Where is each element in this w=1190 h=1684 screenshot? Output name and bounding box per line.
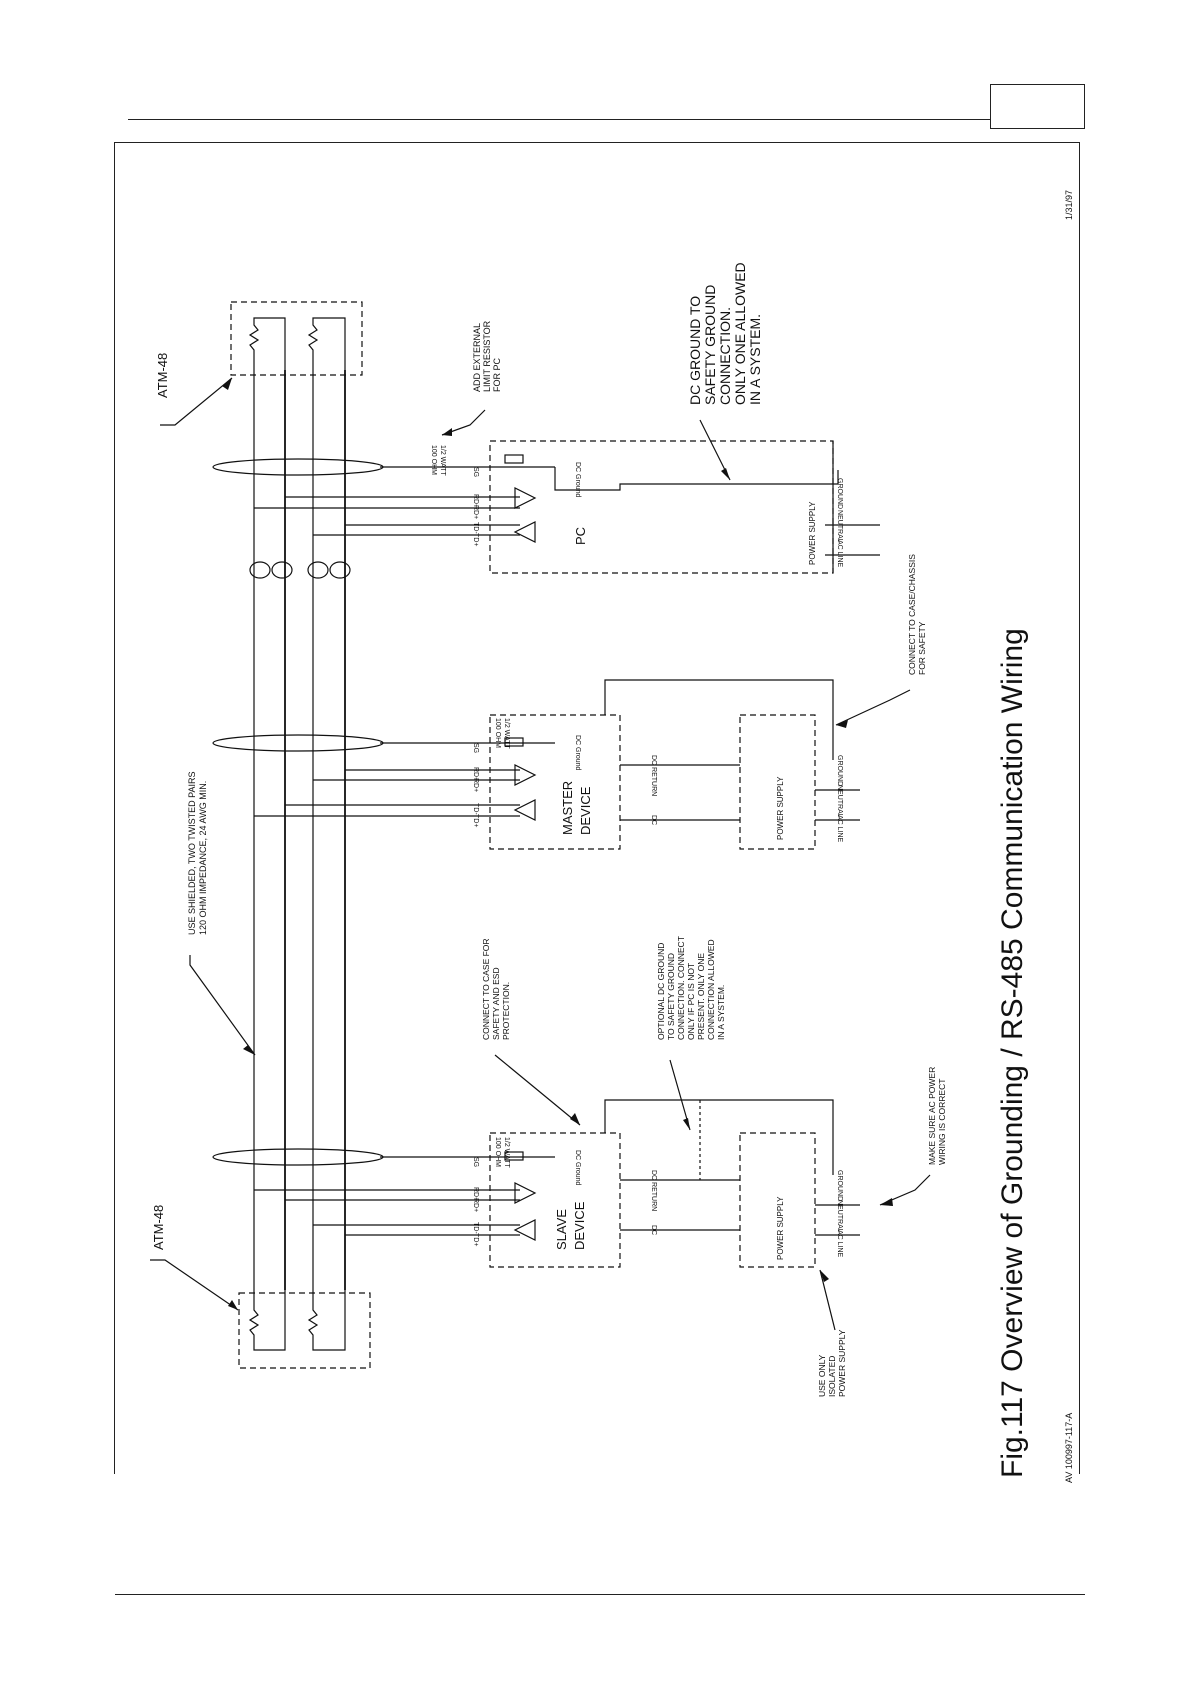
figure-frame [114, 142, 1080, 1474]
master-power-supply-label: POWER SUPPLY [776, 776, 785, 840]
master-resistor-1: 100 OHM [494, 718, 501, 748]
optional-ground-note-7: IN A SYSTEM. [716, 985, 726, 1040]
pc-ground: GROUND [836, 478, 843, 509]
ext-resistor-note-1: ADD EXTERNAL [472, 323, 482, 392]
master-rd-minus: RD- [472, 767, 479, 780]
isolated-ps-note-1: USE ONLY [817, 1354, 827, 1397]
slave-label-1: SLAVE [554, 1209, 569, 1250]
atm-label-bottom: ATM-48 [151, 1205, 166, 1250]
master-sg: SG [472, 743, 479, 753]
atm-label-top: ATM-48 [155, 353, 170, 398]
shield-ellipse-pc [212, 458, 384, 476]
slave-power-supply-label: POWER SUPPLY [776, 1196, 785, 1260]
optional-ground-note-3: CONNECTION. CONNECT [676, 936, 686, 1040]
master-dc-ground: DC Ground [574, 735, 581, 771]
slave-sg: SG [472, 1157, 479, 1167]
master-rd-plus: RD+ [472, 778, 479, 792]
pc-dc-ground: DC Ground [574, 462, 581, 498]
optional-ground-note-2: TO SAFETY GROUND [666, 953, 676, 1040]
ext-resistor-note-2: LIMIT RESISTOR [482, 320, 492, 392]
slave-rd-plus: RD+ [472, 1198, 479, 1212]
master-block [489, 714, 621, 850]
atm-terminator-bottom [238, 1292, 371, 1369]
slave-resistor-2: 1/2 WATT [503, 1137, 510, 1168]
slave-dc-ground: DC Ground [574, 1150, 581, 1186]
ext-resistor-note-3: FOR PC [492, 357, 502, 392]
case-esd-note-2: SAFETY AND ESD [491, 967, 501, 1040]
slave-neutral: NEUTRAL [836, 1200, 843, 1233]
dc-ground-note-2: SAFETY GROUND [702, 285, 718, 405]
master-power-supply [739, 714, 816, 850]
figure-date: 1/31/97 [1064, 190, 1074, 220]
master-ground: GROUND [836, 755, 843, 786]
case-esd-note-1: CONNECT TO CASE FOR [481, 938, 491, 1040]
case-esd-note-3: PROTECTION. [501, 982, 511, 1040]
master-td-plus: TD+ [472, 814, 479, 827]
dc-ground-note-3: CONNECTION. [717, 307, 733, 405]
isolated-ps-note-3: POWER SUPPLY [837, 1329, 847, 1397]
leader-atm-bottom [150, 1259, 239, 1311]
cable-note-1: USE SHIELDED, TWO TWISTED PAIRS [187, 771, 197, 935]
pc-rd-plus: RD+ [472, 505, 479, 519]
ac-power-note-2: WIRING IS CORRECT [937, 1079, 947, 1165]
slave-ac-line: AC LINE [836, 1230, 843, 1258]
terminator-resistor [248, 317, 268, 370]
pc-sg: SG [472, 467, 479, 477]
master-label-2: DEVICE [578, 786, 593, 835]
slave-resistor-1: 100 OHM [494, 1137, 501, 1167]
master-ac-line: AC LINE [836, 815, 843, 843]
atm-terminator-top [230, 301, 363, 376]
slave-td-plus: TD+ [472, 1233, 479, 1246]
master-td-minus: TD- [472, 803, 479, 815]
drawing-number: AV 100997-117-A [1064, 1413, 1074, 1483]
isolated-ps-note-2: ISOLATED [827, 1356, 837, 1397]
case-chassis-note-1: CONNECT TO CASE/CHASSIS [907, 554, 917, 675]
footer-rule [115, 1594, 1085, 1595]
slave-ground: GROUND [836, 1170, 843, 1201]
slave-power-supply [739, 1132, 816, 1268]
shield-ellipse-slave [212, 1148, 384, 1166]
leader-atm-top [160, 377, 233, 426]
leader-cable [189, 955, 256, 1056]
figure-caption: Fig.117 Overview of Grounding / RS-485 C… [996, 628, 1029, 1478]
pc-rd-minus: RD- [472, 494, 479, 507]
case-chassis-note-2: FOR SAFETY [917, 621, 927, 675]
slave-dc: DC [650, 1225, 657, 1235]
pc-resistor-2: 1/2 WATT [439, 445, 446, 476]
slave-dc-return: DC RETURN [650, 1170, 657, 1211]
slave-td-minus: TD- [472, 1222, 479, 1234]
pc-block [489, 440, 834, 574]
slave-label-2: DEVICE [572, 1201, 587, 1250]
master-neutral: NEUTRAL [836, 785, 843, 818]
ac-power-note-1: MAKE SURE AC POWER [927, 1067, 937, 1165]
cable-note-2: 120 OHM IMPEDANCE, 24 AWG MIN. [198, 781, 208, 935]
header-rule [128, 119, 990, 120]
page-number-box [990, 84, 1085, 129]
pc-label: PC [573, 527, 588, 545]
dc-ground-note-4: ONLY ONE ALLOWED [732, 262, 748, 405]
master-resistor-2: 1/2 WATT [503, 718, 510, 749]
pc-power-supply-label: POWER SUPPLY [808, 501, 817, 565]
master-dc: DC [650, 815, 657, 825]
dc-ground-note-5: IN A SYSTEM. [747, 314, 763, 405]
pc-ac-line: AC LINE [836, 540, 843, 568]
dc-ground-note-1: DC GROUND TO [687, 296, 703, 405]
pc-td-minus: TD- [472, 522, 479, 534]
pc-neutral: NEUTRAL [836, 510, 843, 543]
slave-rd-minus: RD- [472, 1187, 479, 1200]
optional-ground-note-6: CONNECTION ALLOWED [706, 939, 716, 1040]
shield-ellipse-master [212, 734, 384, 752]
pc-td-plus: TD+ [472, 533, 479, 546]
pc-resistor-1: 100 OHM [430, 445, 437, 475]
master-dc-return: DC RETURN [650, 755, 657, 796]
optional-ground-note-4: ONLY IF PC IS NOT [686, 963, 696, 1040]
optional-ground-note-5: PRESENT. ONLY ONE [696, 953, 706, 1040]
master-label-1: MASTER [560, 781, 575, 835]
optional-ground-note-1: OPTIONAL DC GROUND [656, 943, 666, 1040]
